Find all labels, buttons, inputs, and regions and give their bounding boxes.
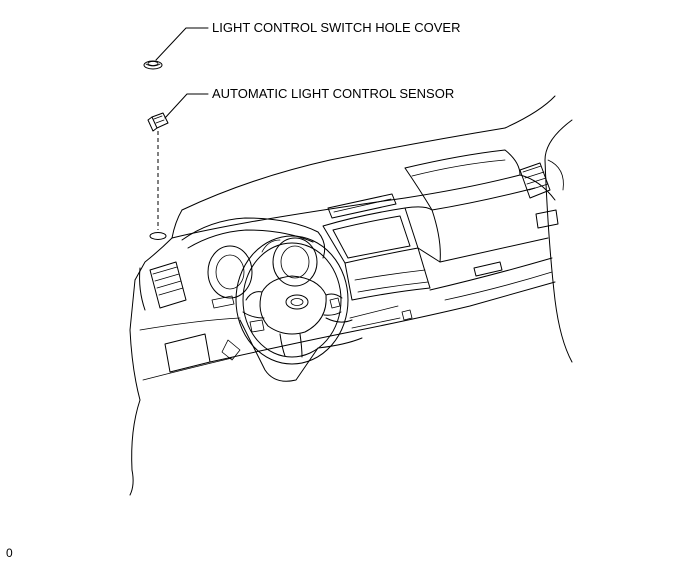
- mounting-hole: [149, 232, 167, 240]
- dashboard-illustration: [129, 95, 573, 496]
- light-sensor-part: [147, 112, 169, 132]
- leader-line-hole-cover: [155, 27, 209, 61]
- leader-line-light-sensor: [164, 93, 209, 119]
- callout-label-light-sensor: AUTOMATIC LIGHT CONTROL SENSOR: [212, 86, 454, 101]
- figure-code: 0: [6, 546, 13, 560]
- callout-label-hole-cover: LIGHT CONTROL SWITCH HOLE COVER: [212, 20, 460, 35]
- hole-cover-part: [143, 60, 163, 70]
